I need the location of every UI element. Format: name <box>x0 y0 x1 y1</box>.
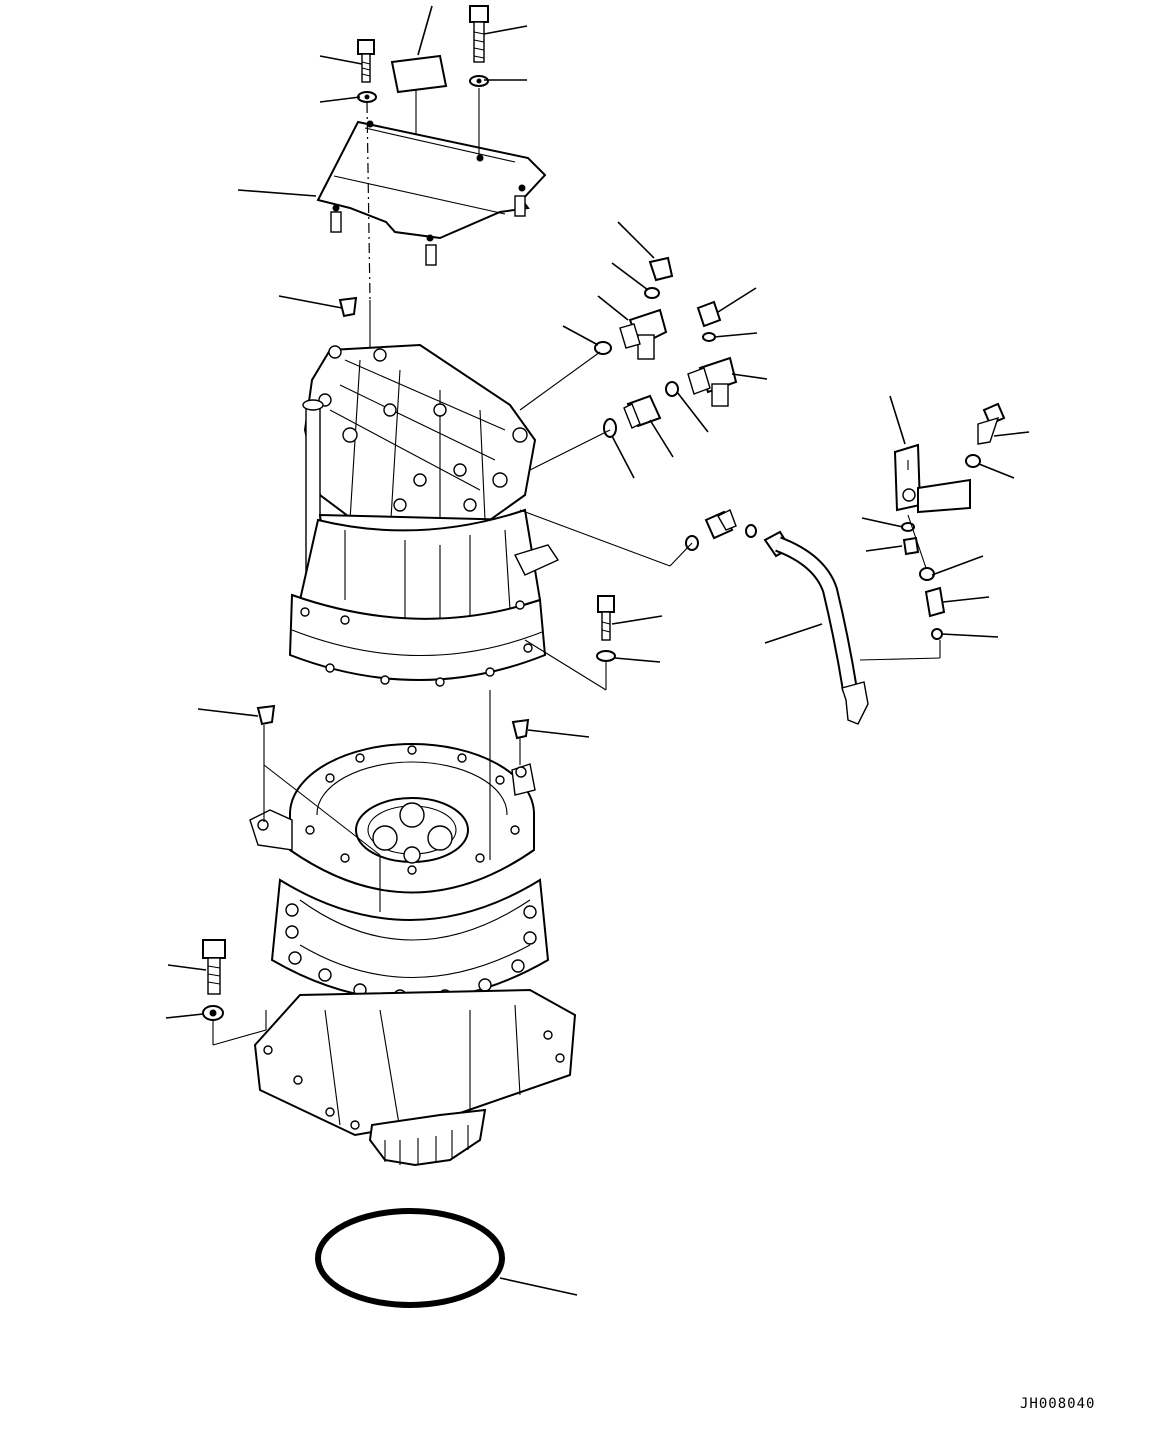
plug-right <box>696 300 722 328</box>
motor-bolt <box>597 595 615 641</box>
drawing-code: JH008040 <box>1020 1396 1096 1412</box>
motor-washer <box>596 650 616 662</box>
o-ring-e <box>603 418 617 438</box>
plug-mid-right <box>511 718 530 740</box>
o-ring-a <box>644 287 660 299</box>
reduction-housing <box>270 878 550 1003</box>
plug-upper-left <box>338 296 358 318</box>
o-ring-i <box>919 567 935 581</box>
bracket-washer <box>965 454 981 468</box>
bracket-bolt <box>977 402 1006 445</box>
o-ring-d <box>665 381 679 397</box>
gear-carrier-flange <box>249 743 536 894</box>
union-fitting <box>704 509 737 540</box>
caution-label <box>390 54 448 94</box>
swing-motor <box>288 343 560 687</box>
connector <box>924 586 946 618</box>
o-ring-b <box>594 341 612 355</box>
cover-plate <box>316 120 547 266</box>
housing-bolt <box>202 939 226 995</box>
large-o-ring <box>315 1208 505 1308</box>
o-ring-g <box>745 524 757 538</box>
cover-bolt-left <box>357 39 375 83</box>
adapter <box>623 394 662 429</box>
guide-lines <box>212 351 941 1046</box>
elbow-fitting-left <box>619 308 668 360</box>
plug-mid-left <box>256 704 276 726</box>
bracket <box>893 443 971 514</box>
o-ring-j <box>931 628 943 640</box>
plug-top <box>648 256 674 282</box>
o-ring-c <box>702 332 716 342</box>
cover-bolt-right <box>469 5 489 63</box>
leader-lines <box>165 5 1030 1296</box>
hose <box>763 530 869 725</box>
pinion-housing <box>253 988 577 1167</box>
bracket-fitting <box>902 536 920 556</box>
elbow-fitting-right <box>687 356 738 407</box>
